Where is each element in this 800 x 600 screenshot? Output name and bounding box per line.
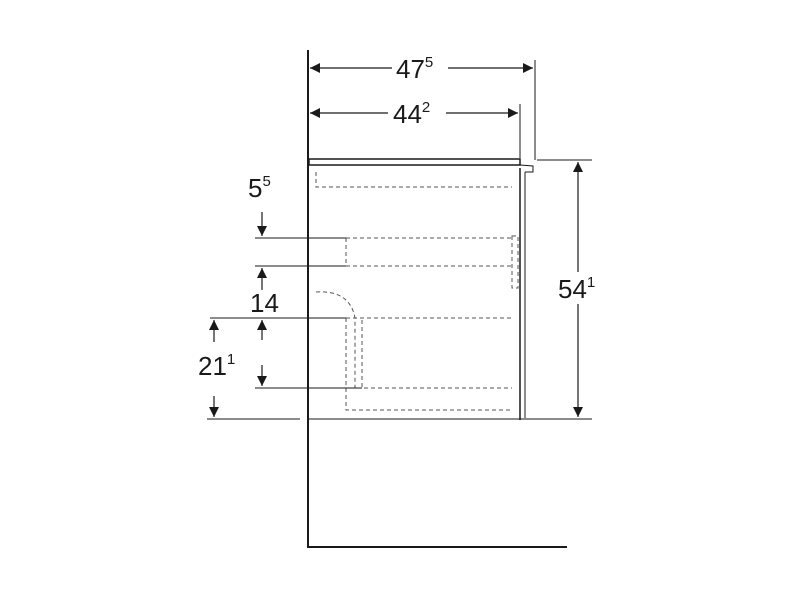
dim-main-width-outer: 47 (396, 54, 425, 84)
countertop-lip (519, 164, 534, 173)
dim-label-bottom-height: 211 (198, 351, 235, 381)
dim-label-width-outer: 475 (396, 54, 433, 84)
dim-sup-bottom-height: 1 (227, 351, 235, 368)
dim-main-width-inner: 44 (393, 99, 422, 129)
hidden-upper-drawer (345, 237, 512, 267)
hidden-lower-inner (361, 320, 512, 389)
hidden-upper-box (315, 172, 512, 188)
dim-label-bg-width-outer (392, 52, 448, 82)
dim-label-width-inner: 442 (393, 99, 430, 129)
countertop (308, 158, 521, 166)
dim-sup-height-total: 1 (587, 274, 595, 291)
hidden-drawer-slide (511, 235, 519, 289)
dim-label-top-offset: 55 (248, 173, 271, 203)
dim-sup-width-outer: 5 (425, 54, 433, 71)
hidden-lower-drawer (345, 317, 512, 411)
dim-label-bg-height-total (556, 272, 604, 304)
dim-sup-width-inner: 2 (422, 99, 430, 116)
dim-main-top-offset: 5 (248, 173, 262, 203)
dim-label-height-total: 541 (558, 274, 595, 304)
dim-main-height-total: 54 (558, 274, 587, 304)
hidden-siphon-curve (315, 291, 356, 388)
dim-label-bg-width-inner (388, 97, 446, 127)
dim-sup-top-offset: 5 (262, 173, 270, 190)
dim-main-bottom-height: 21 (198, 351, 227, 381)
dim-label-drawer-gap: 14 (250, 288, 279, 318)
